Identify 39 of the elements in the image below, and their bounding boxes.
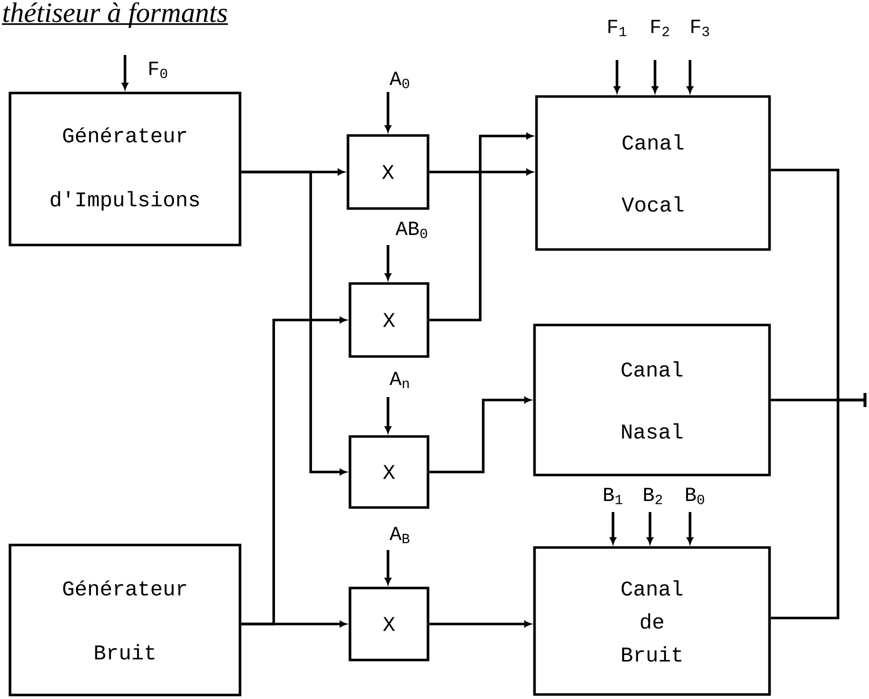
channel-box: Canal Nasal — [533, 324, 771, 476]
input-arrow — [686, 512, 694, 544]
signal-label: F$_{1}$ — [608, 20, 626, 36]
input-arrow — [614, 60, 620, 93]
input-arrow — [646, 512, 654, 544]
multiplier-box: X — [348, 282, 430, 358]
output-line — [770, 398, 866, 620]
channel-box: Canal de Bruit — [533, 546, 771, 696]
signal-label: AB$_{0}$ — [396, 222, 428, 238]
signal-label: A$_{n}$ — [390, 372, 409, 388]
signal-label: B$_{0}$ — [686, 488, 704, 504]
generator-box: Générateur d'Impulsions — [8, 92, 242, 246]
input-arrow — [686, 60, 694, 93]
input-arrow — [610, 512, 616, 544]
input-arrow — [384, 397, 392, 433]
input-arrow — [384, 550, 392, 584]
arrow — [429, 168, 533, 176]
input-arrow — [652, 60, 658, 93]
signal-label: B$_{1}$ — [604, 488, 622, 504]
signal-label: B$_{2}$ — [644, 488, 662, 504]
multiplier-box: X — [346, 134, 430, 210]
channel-box: Canal Vocal — [535, 95, 771, 251]
generator-box: Générateur Bruit — [8, 544, 242, 696]
arrow — [429, 620, 531, 628]
input-arrow — [122, 55, 128, 90]
input-arrow — [384, 92, 392, 132]
input-arrow — [384, 245, 392, 280]
multiplier-box: X — [348, 435, 430, 509]
arrow — [429, 132, 533, 322]
arrow — [241, 620, 346, 628]
title: thétiseur à formants — [2, 2, 228, 28]
arrow — [241, 170, 346, 476]
signal-label: F$_{2}$ — [651, 20, 669, 36]
signal-label: F$_{0}$ — [149, 62, 168, 78]
signal-label: A$_{B}$ — [390, 526, 410, 544]
signal-label: A$_{0}$ — [390, 72, 410, 88]
arrow — [429, 396, 531, 474]
signal-label: F$_{3}$ — [691, 20, 710, 36]
multiplier-box: X — [348, 586, 430, 662]
